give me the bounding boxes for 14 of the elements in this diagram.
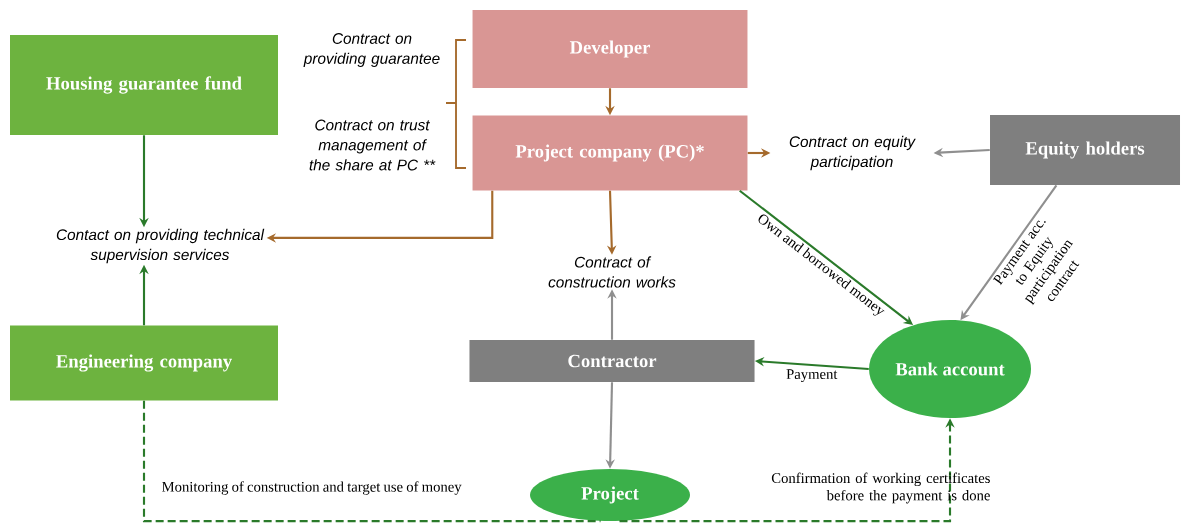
contract-text: Contract of construction works [548,256,676,288]
process-box: Project company (PC)* [472,115,748,191]
process-box: Engineering company [10,325,278,401]
process-box: Contractor [469,340,755,382]
process-box: Equity holders [990,115,1180,185]
contract-text: Contract on trust management of the share at PC ** [309,119,436,171]
contract-text: Contract on equity participation [789,135,916,171]
process-box: Housing guarantee fund [10,35,278,135]
edge-label: Confirmation of working certificates before the payment is done [771,472,990,504]
edge-label: Payment [784,367,839,384]
contract-text: Contact on providing technical supervision services [56,228,265,264]
process-box: Developer [472,10,748,88]
contract-text: Contract on providing guarantee [303,33,440,67]
edge-label: Monitoring of construction and target use of money [162,481,462,495]
